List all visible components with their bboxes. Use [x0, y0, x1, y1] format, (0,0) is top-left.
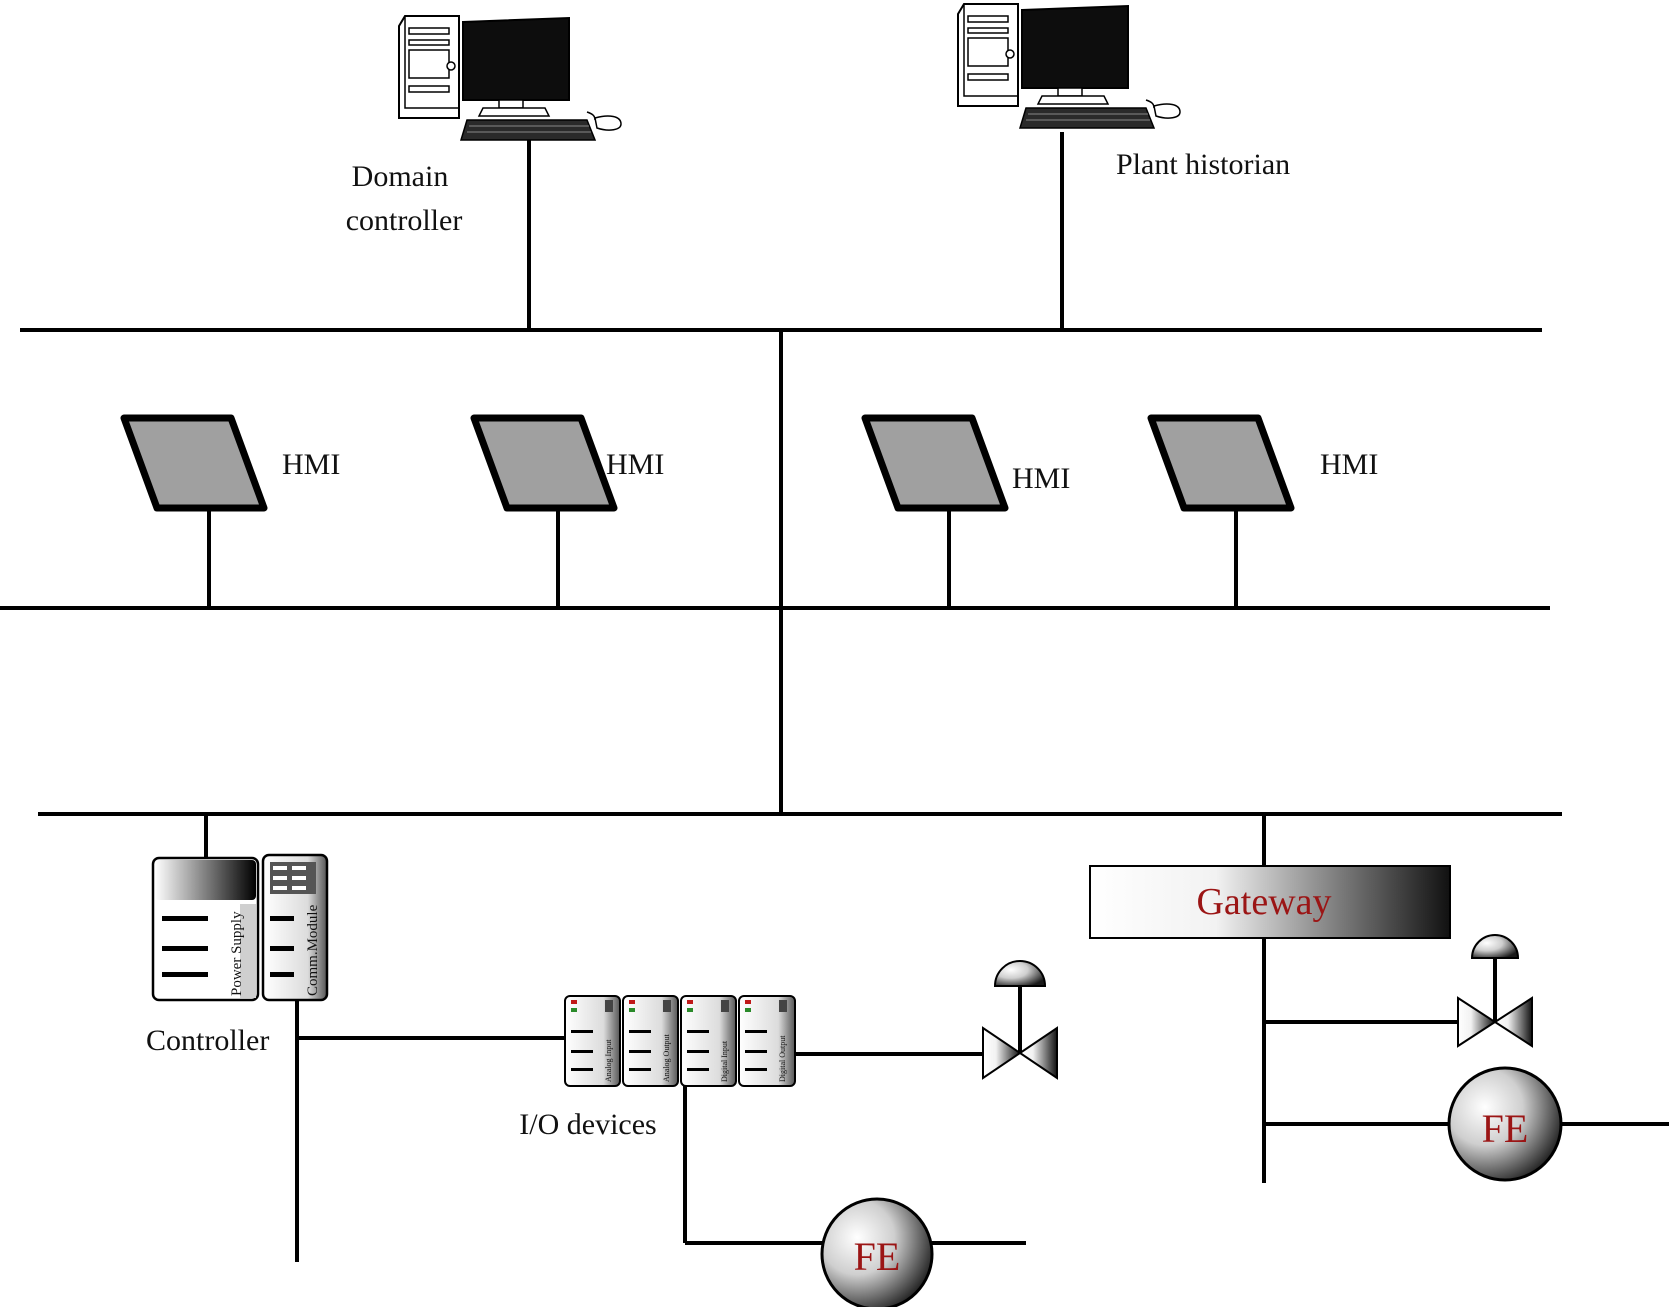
- gateway-box: [1089, 865, 1451, 939]
- domain-controller-label-line1: Domain: [352, 160, 449, 193]
- hmi-2-label: HMI: [606, 448, 664, 481]
- plant-historian-label: Plant historian: [1116, 148, 1290, 181]
- comm-module: Comm.Module: [261, 853, 329, 1002]
- hmi-screen-icon: [474, 418, 614, 508]
- hmi-screen-icon: [1151, 418, 1291, 508]
- control-valve-left[interactable]: [982, 960, 1058, 1080]
- controller-label: Controller: [146, 1024, 269, 1057]
- control-valve-right[interactable]: [1457, 934, 1533, 1048]
- io-module-label: Digital Output: [778, 1035, 787, 1082]
- io-module-label: Analog Output: [662, 1033, 671, 1082]
- plant-historian[interactable]: Plant historian: [957, 3, 1290, 181]
- fe-right-label: FE: [1482, 1106, 1529, 1151]
- domain-controller-label-line2: controller: [346, 204, 463, 237]
- io-module-digital-output: Digital Output: [738, 995, 796, 1087]
- hmi-3-label: HMI: [1012, 462, 1070, 495]
- hmi-screen-icon: [124, 418, 264, 508]
- comm-module-label: Comm.Module: [305, 904, 321, 996]
- hmi-screen-icon: [865, 418, 1005, 508]
- controller[interactable]: Power Supply Comm.Module Controller: [146, 853, 329, 1057]
- io-module-analog-output: Analog Output: [622, 995, 679, 1087]
- hmi-1-label: HMI: [282, 448, 340, 481]
- hmi-1[interactable]: HMI: [124, 418, 340, 508]
- flow-element-left[interactable]: FE: [820, 1197, 934, 1307]
- hmi-2[interactable]: HMI: [474, 418, 664, 508]
- io-devices[interactable]: Analog Input Analog Output Digital Input: [519, 995, 796, 1141]
- domain-controller[interactable]: Domain controller: [346, 15, 622, 237]
- io-module-label: Digital Input: [720, 1040, 729, 1082]
- hmi-4-label: HMI: [1320, 448, 1378, 481]
- io-module-label: Analog Input: [604, 1039, 613, 1082]
- network-wires: [0, 128, 1669, 1262]
- io-module-analog-input: Analog Input: [564, 995, 621, 1087]
- fe-left-label: FE: [854, 1234, 901, 1279]
- flow-element-icon: [1447, 1066, 1563, 1182]
- flow-element-icon: [820, 1197, 934, 1307]
- io-module-digital-input: Digital Input: [680, 995, 737, 1087]
- flow-element-right[interactable]: FE: [1447, 1066, 1563, 1182]
- desktop-computer-icon: [957, 3, 1181, 129]
- hmi-3[interactable]: HMI: [865, 418, 1070, 508]
- valve-icon: [1457, 934, 1533, 1048]
- desktop-computer-icon: [398, 15, 622, 141]
- io-devices-label: I/O devices: [519, 1108, 656, 1141]
- gateway-label: Gateway: [1196, 881, 1331, 923]
- power-supply-module: Power Supply: [151, 856, 260, 1002]
- hmi-4[interactable]: HMI: [1151, 418, 1378, 508]
- valve-icon: [982, 960, 1058, 1080]
- power-supply-label: Power Supply: [229, 911, 245, 996]
- gateway[interactable]: Gateway: [1089, 865, 1451, 939]
